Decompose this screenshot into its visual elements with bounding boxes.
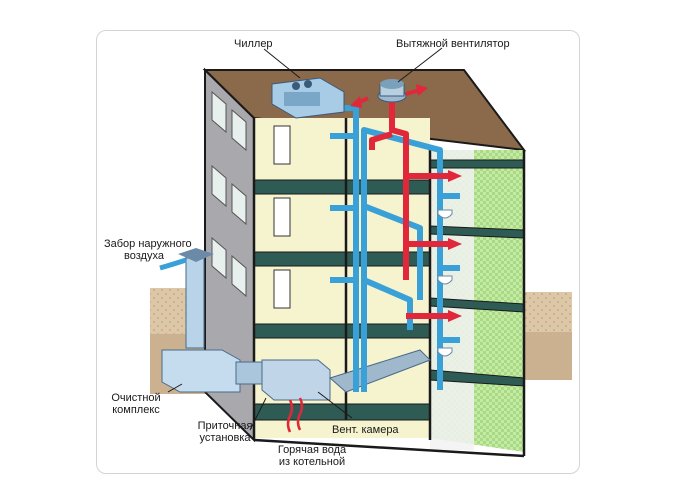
exhaust-ducts [369,102,448,319]
label-air-intake-line2: воздуха [124,250,164,262]
sinks [437,209,453,357]
exhaust-arrows [448,170,462,322]
label-hot-water-line2: из котельной [278,456,346,468]
label-air-intake: Забор наружного воздуха [104,238,192,262]
label-vent-chamber: Вент. камера [332,424,399,436]
label-hot-water: Горячая вода из котельной [264,444,360,468]
label-supply-unit: Приточная установка [190,420,260,444]
intake-arrow [159,257,187,271]
chiller-unit [271,77,345,119]
label-cleaning-complex: Очистной комплекс [108,392,164,416]
exhaust-fan-unit [350,79,428,108]
label-supply-line1: Приточная [197,420,253,432]
label-supply-line2: установка [199,432,251,444]
label-air-intake-line1: Забор наружного [104,238,192,250]
label-exhaust-fan: Вытяжной вентилятор [396,38,510,50]
label-cleaning-line2: комплекс [112,404,160,416]
hot-water-arrows [286,397,304,433]
leader-lines [167,47,443,431]
rooms [273,125,291,309]
label-hot-water-line1: Горячая вода [277,444,347,456]
label-cleaning-line1: Очистной [111,392,161,404]
label-chiller: Чиллер [234,38,273,50]
building-outline [252,118,526,458]
